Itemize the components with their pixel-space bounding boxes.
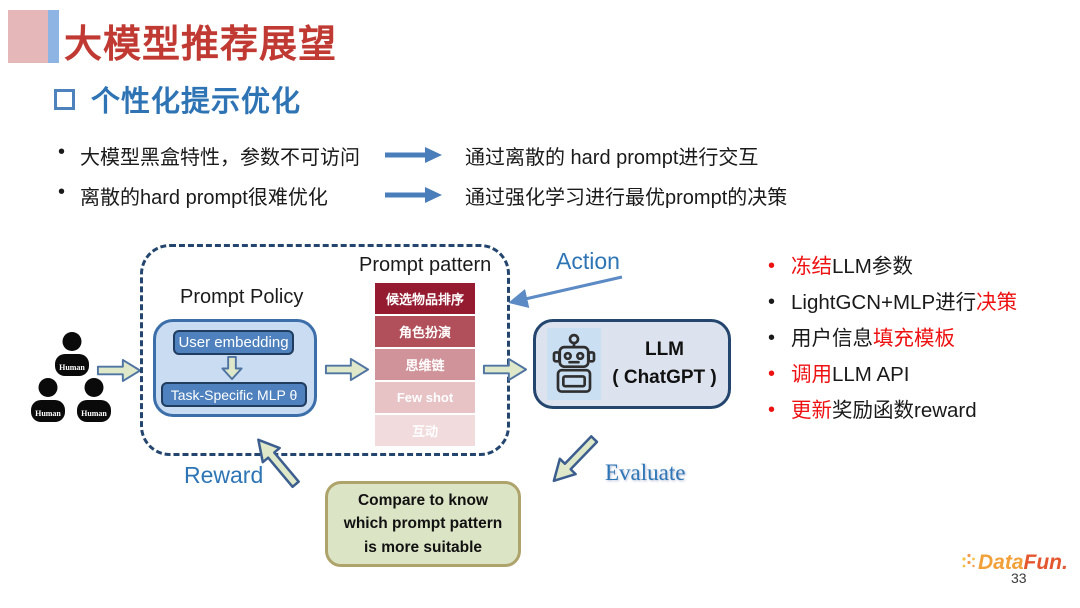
right-arrow-icon	[385, 187, 442, 203]
bullet-icon: •	[58, 141, 66, 163]
bullet-icon: •	[768, 327, 776, 349]
human-icon: Human	[77, 378, 111, 422]
action-label: Action	[556, 248, 620, 274]
svg-text:Human: Human	[81, 409, 107, 418]
policy-title: Prompt Policy	[180, 286, 304, 308]
page-title: 大模型推荐展望	[64, 24, 338, 66]
evaluate-label: Evaluate	[605, 460, 686, 485]
subtitle: 个性化提示优化	[91, 86, 302, 118]
pattern-item: 思维链	[375, 349, 475, 380]
llm-box: LLM ( ChatGPT )	[533, 319, 731, 409]
logo-text-data: Data	[978, 551, 1024, 574]
humans-group: Human Human Human	[28, 332, 148, 424]
robot-icon	[547, 328, 601, 400]
pattern-item: Few shot	[375, 382, 475, 413]
pattern-item: 候选物品排序	[375, 283, 475, 314]
list-item: • LightGCN+MLP进行决策	[768, 290, 1068, 315]
list-item: • 调用LLM API	[768, 362, 1068, 387]
block-arrow-icon	[96, 359, 142, 382]
logo-text: DataFun.	[978, 551, 1068, 575]
bullet-icon: •	[768, 255, 776, 277]
block-arrow-icon	[482, 358, 528, 381]
compare-box: Compare to know which prompt pattern is …	[325, 481, 521, 567]
reward-arrow-icon	[257, 438, 300, 489]
page-number: 33	[1011, 570, 1027, 586]
action-arrow-icon	[508, 275, 623, 309]
svg-text:Human: Human	[59, 363, 85, 372]
block-arrow-icon	[324, 358, 370, 381]
pattern-item: 角色扮演	[375, 316, 475, 347]
human-icon: Human	[55, 332, 89, 376]
llm-label: LLM ( ChatGPT )	[601, 336, 728, 391]
intro-right-2: 通过强化学习进行最优prompt的决策	[465, 187, 788, 209]
datafun-logo: DataFun.	[960, 551, 1068, 575]
right-arrow-icon	[385, 147, 442, 163]
note-text: 冻结LLM参数	[791, 255, 913, 278]
intro-right-1: 通过离散的 hard prompt进行交互	[465, 147, 759, 169]
bullet-icon: •	[768, 363, 776, 385]
square-bullet-icon	[54, 88, 75, 110]
note-text: 更新奖励函数reward	[791, 399, 977, 422]
title-accent-stripe	[48, 10, 59, 63]
svg-text:Human: Human	[35, 409, 61, 418]
task-specific-mlp-box: Task-Specific MLP θ	[161, 382, 307, 407]
logo-dots-icon	[962, 553, 975, 568]
user-embedding-box: User embedding	[173, 330, 294, 355]
intro-left-2: 离散的hard prompt很难优化	[80, 187, 328, 209]
note-text: 用户信息填充模板	[791, 327, 955, 350]
reward-label: Reward	[184, 462, 264, 488]
bullet-icon: •	[768, 399, 776, 421]
intro-left-1: 大模型黑盒特性，参数不可访问	[80, 147, 360, 169]
list-item: • 更新奖励函数reward	[768, 398, 1068, 423]
title-accent-bar	[8, 10, 48, 63]
evaluate-arrow-icon	[552, 435, 599, 483]
subtitle-row: 个性化提示优化	[54, 78, 301, 120]
bullet-icon: •	[768, 291, 776, 313]
pattern-title: Prompt pattern	[359, 254, 492, 276]
logo-text-fun: Fun.	[1023, 551, 1068, 574]
note-text: LightGCN+MLP进行决策	[791, 291, 1018, 314]
human-icon: Human	[31, 378, 65, 422]
right-notes: • 冻结LLM参数 • LightGCN+MLP进行决策 • 用户信息填充模板 • 调用LLM…	[768, 254, 1068, 434]
list-item: • 用户信息填充模板	[768, 326, 1068, 351]
llm-line1: LLM	[644, 339, 685, 361]
list-item: • 冻结LLM参数	[768, 254, 1068, 279]
pattern-item: 互动	[375, 415, 475, 446]
down-arrow-icon	[221, 356, 243, 381]
bullet-icon: •	[58, 181, 66, 203]
note-text: 调用LLM API	[791, 363, 910, 386]
rl-loop-dashed-box	[140, 244, 510, 456]
llm-line2: ( ChatGPT )	[612, 367, 717, 388]
